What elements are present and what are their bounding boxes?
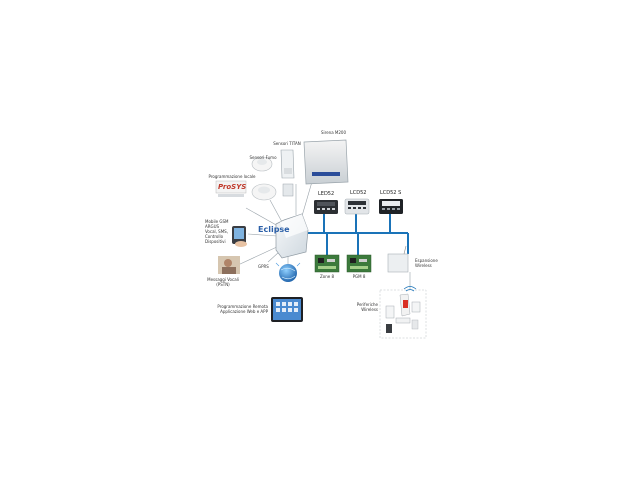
label-programmazione-remota: Programmazione Remota Applicazione Web e… — [217, 304, 268, 314]
local-programming-software — [215, 180, 247, 197]
keypad-lcd52s — [379, 199, 403, 214]
connector-lines — [237, 167, 411, 290]
remote-programming-tablet — [271, 297, 303, 322]
voice-message-photo — [218, 256, 240, 274]
label-zone8: Zone 8 — [320, 274, 334, 279]
keypad-led52 — [314, 200, 338, 214]
label-periferiche-wireless: Periferiche Wireless — [356, 302, 378, 312]
label-espansione-wireless: Espansione Wireless — [415, 258, 438, 268]
wireless-expansion-box — [387, 245, 409, 273]
label-pgm8: PGM 8 — [352, 274, 366, 279]
titan-sensor-device — [280, 149, 295, 197]
zone8-expansion-board — [314, 254, 340, 273]
label-led52: LED52 — [318, 191, 335, 197]
wifi-icon — [403, 286, 417, 292]
label-sirena: Sirena M200 — [320, 130, 346, 135]
pgm8-expansion-board — [346, 254, 372, 273]
gprs-globe — [275, 262, 301, 282]
label-mobile-gsm: Mobile GSM ARGUS Vocal, SMS, Controllo D… — [205, 219, 229, 244]
eclipse-logo-text: Eclipse — [258, 225, 290, 234]
bus-lines — [296, 214, 409, 255]
label-lcd52: LCD52 — [350, 190, 367, 196]
label-sensori-fumo: Sensori Fumo — [249, 155, 277, 160]
smoke-sensor-devices — [251, 156, 277, 201]
keypad-lcd52 — [344, 198, 370, 215]
label-programmazione-locale: Programmazione locale — [208, 174, 256, 179]
label-messaggi-vocali: Messaggi Vocali (PSTN) — [207, 277, 239, 287]
siren-m200-device — [303, 139, 349, 185]
wireless-peripherals-group — [379, 286, 427, 339]
eclipse-control-panel — [275, 213, 309, 259]
mobile-phone-device — [232, 226, 247, 247]
prolite-logo-text: ProSYS — [218, 183, 247, 191]
label-lcd52s: LCD52 S — [380, 190, 402, 196]
label-gprs: GPRS — [258, 264, 269, 269]
label-sensori-titan: Sensori TITAN — [273, 141, 301, 146]
